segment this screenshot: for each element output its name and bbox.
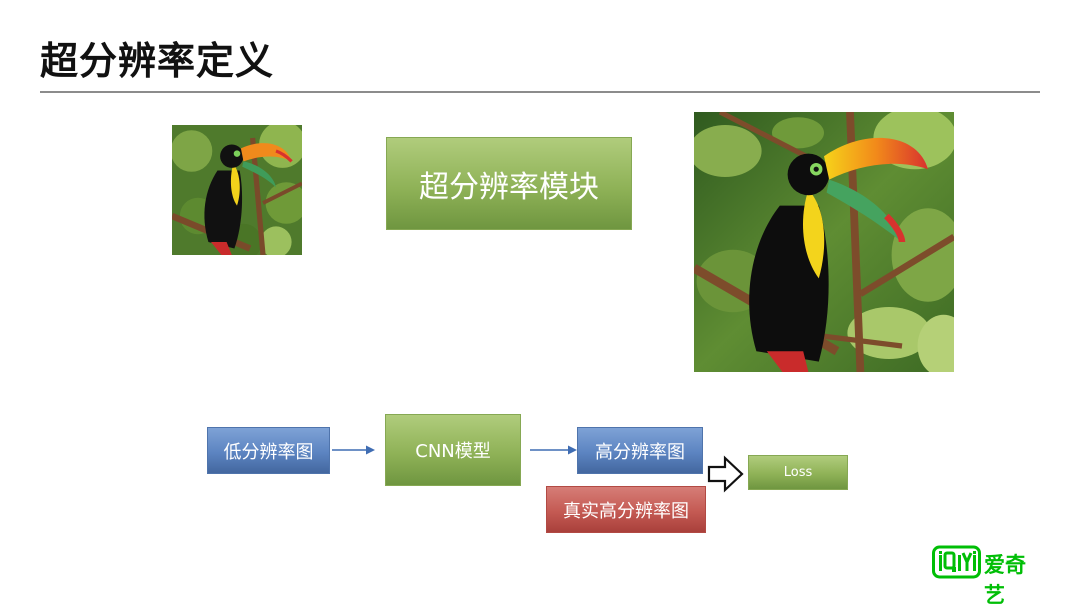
iqiyi-logo: 爱奇艺	[932, 543, 1044, 607]
low-res-image-label: 低分辨率图	[223, 441, 314, 463]
high-res-image-box: 高分辨率图	[577, 427, 703, 474]
cnn-model-box: CNN模型	[385, 414, 521, 486]
flow-arrow-1	[332, 445, 375, 455]
super-resolution-module-label: 超分辨率模块	[419, 169, 599, 205]
super-resolution-module-box: 超分辨率模块	[386, 137, 632, 230]
loss-box: Loss	[748, 455, 848, 490]
true-high-res-image-box: 真实高分辨率图	[546, 486, 706, 533]
iqiyi-logo-mark	[932, 545, 981, 579]
true-high-res-image-label: 真实高分辨率图	[563, 500, 689, 522]
low-res-image-box: 低分辨率图	[207, 427, 330, 474]
high-res-toucan-image	[694, 112, 954, 372]
loss-label: Loss	[783, 465, 813, 480]
cnn-model-label: CNN模型	[415, 441, 491, 462]
high-res-image-label: 高分辨率图	[595, 441, 685, 463]
loss-block-arrow	[707, 455, 744, 493]
low-res-toucan-image	[172, 125, 302, 255]
slide-title: 超分辨率定义	[40, 39, 275, 83]
iqiyi-logo-text: 爱奇艺	[984, 553, 1026, 607]
flow-arrow-2	[530, 445, 577, 455]
title-divider	[40, 91, 1040, 93]
